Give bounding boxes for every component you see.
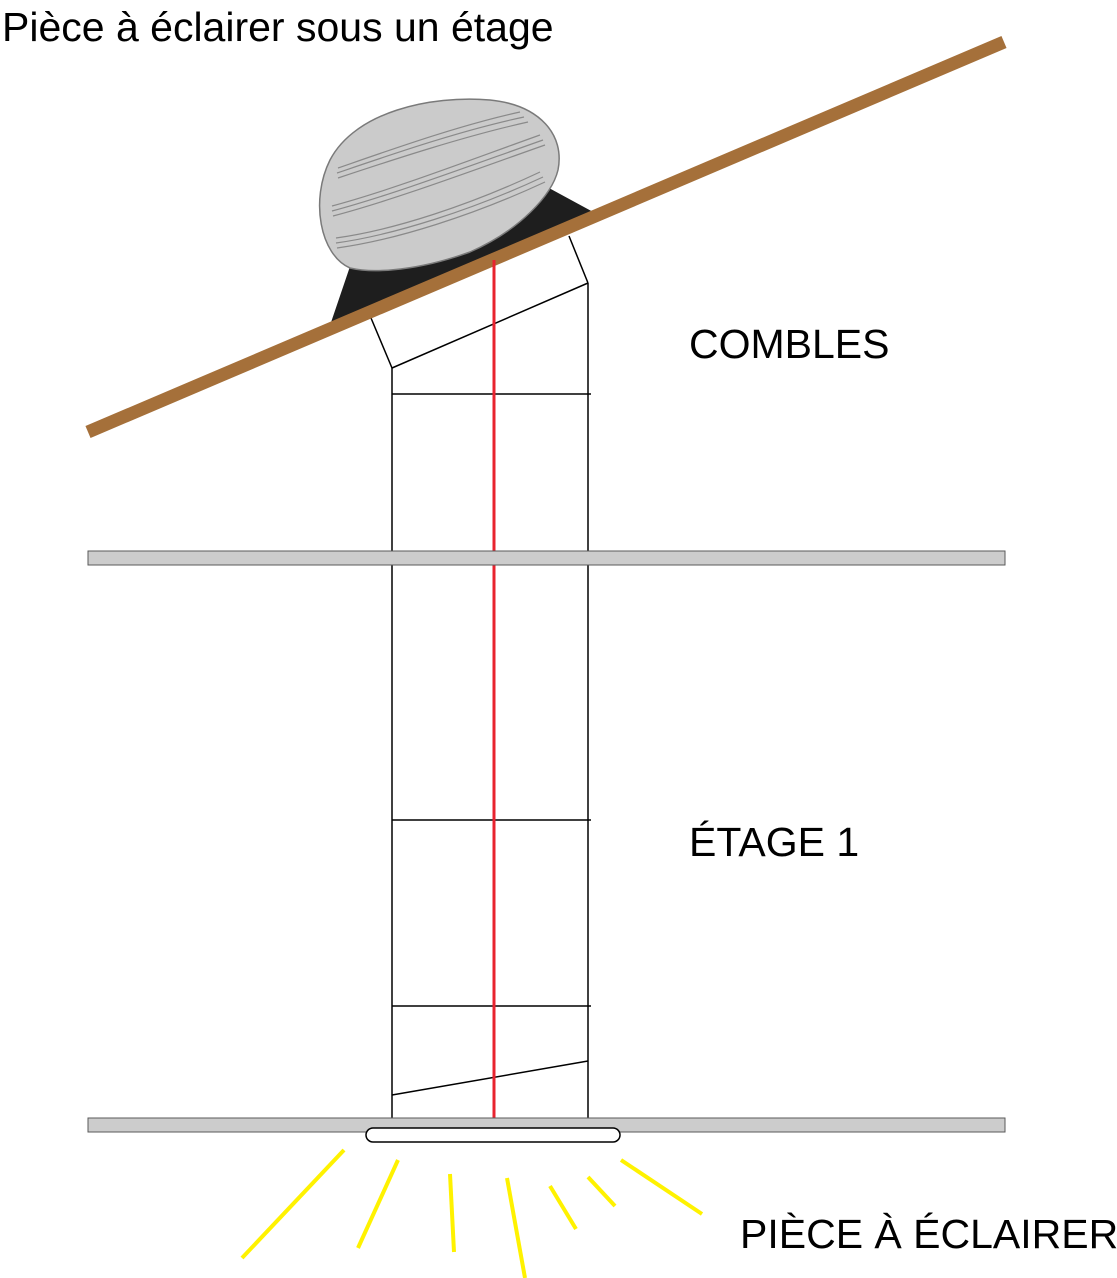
dome-shell <box>318 98 560 272</box>
room-label: PIÈCE À ÉCLAIRER <box>740 1211 1117 1257</box>
skylight-dome <box>318 98 560 272</box>
roof-rafter <box>85 36 1007 438</box>
light-ray <box>448 1173 456 1253</box>
light-ray <box>240 1148 346 1260</box>
light-ray <box>356 1159 400 1249</box>
ceiling-diffuser <box>365 1127 621 1143</box>
light-ray <box>505 1177 527 1278</box>
dome-ribs <box>331 111 546 249</box>
light-ray <box>586 1175 617 1208</box>
tube-elbow-bottom <box>391 1060 589 1096</box>
light-rays <box>240 1148 704 1278</box>
light-ray <box>619 1158 704 1216</box>
attic-floor <box>87 550 1006 566</box>
diagram-title: Pièce à éclairer sous un étage <box>2 4 554 50</box>
light-tube <box>391 283 591 1119</box>
light-ray <box>548 1184 578 1231</box>
attic-label: COMBLES <box>689 321 890 367</box>
floor1-label: ÉTAGE 1 <box>689 819 859 865</box>
tube-elbow <box>370 235 589 369</box>
